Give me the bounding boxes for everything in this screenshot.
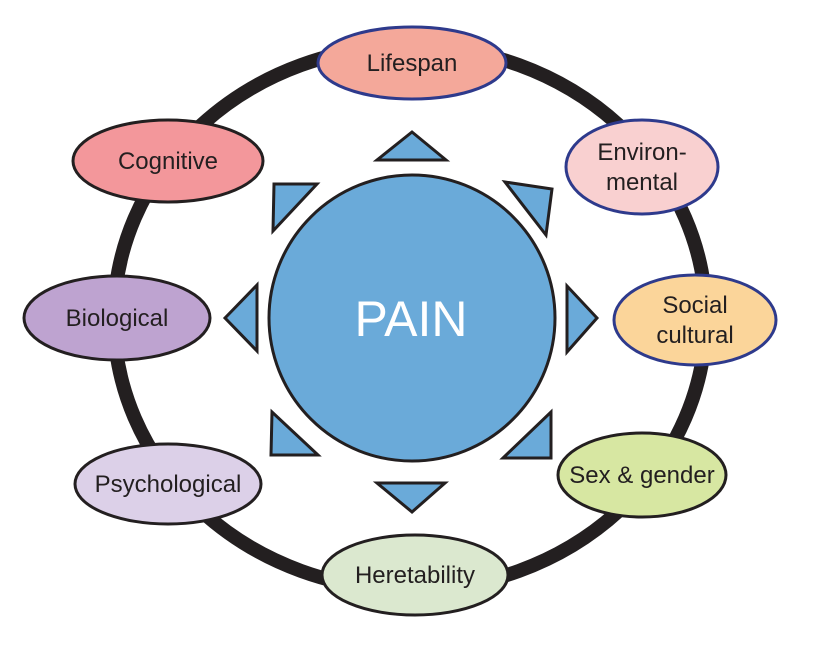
arrow-down-right-icon [499, 408, 553, 460]
node-environmental-label: Environ-mental [597, 139, 686, 196]
node-label-line: Environ- [597, 139, 686, 166]
node-psychological: Psychological [73, 442, 263, 526]
node-social-cultural-label: Social cultural [656, 292, 733, 349]
node-social-cultural: Social cultural [612, 273, 778, 367]
node-cognitive-label: Cognitive [118, 148, 218, 175]
center-label: PAIN [355, 291, 468, 347]
node-environmental-shape [564, 118, 720, 216]
node-heretability-shape [320, 533, 510, 617]
node-lifespan: Lifespan [316, 25, 508, 101]
node-sex-gender-label: Sex & gender [569, 462, 714, 489]
arrow-down-icon [372, 481, 449, 514]
arrow-up-icon [372, 130, 451, 162]
arrow-right-icon [565, 282, 600, 356]
node-psychological-label: Psychological [95, 471, 242, 498]
node-lifespan-shape [316, 25, 508, 101]
node-label-line: Cognitive [118, 148, 218, 175]
node-biological-label: Biological [66, 305, 169, 332]
arrow-left-icon [222, 281, 259, 355]
node-lifespan-label: Lifespan [367, 50, 458, 77]
node-heretability-label: Heretability [355, 562, 475, 589]
node-label-line: Sex & gender [569, 462, 714, 489]
node-heretability: Heretability [320, 533, 510, 617]
node-label-line: Psychological [95, 471, 242, 498]
node-sex-gender: Sex & gender [556, 431, 728, 519]
node-cognitive-shape [71, 118, 265, 204]
node-psychological-shape [73, 442, 263, 526]
arrow-up-left-icon [271, 182, 321, 235]
node-label-line: cultural [656, 322, 733, 349]
node-label-line: mental [606, 169, 678, 196]
node-environmental: Environ-mental [564, 118, 720, 216]
node-label-line: Lifespan [367, 50, 458, 77]
node-social-cultural-shape [612, 273, 778, 367]
arrow-up-right-icon [501, 179, 554, 239]
center-circle [267, 173, 557, 463]
arrow-down-left-icon [269, 408, 322, 457]
node-cognitive: Cognitive [71, 118, 265, 204]
arrow-group [222, 130, 600, 514]
node-biological-shape [22, 274, 212, 362]
node-sex-gender-shape [556, 431, 728, 519]
node-label-line: Social [662, 292, 727, 319]
node-biological: Biological [22, 274, 212, 362]
node-label-line: Biological [66, 305, 169, 332]
node-label-line: Heretability [355, 562, 475, 589]
